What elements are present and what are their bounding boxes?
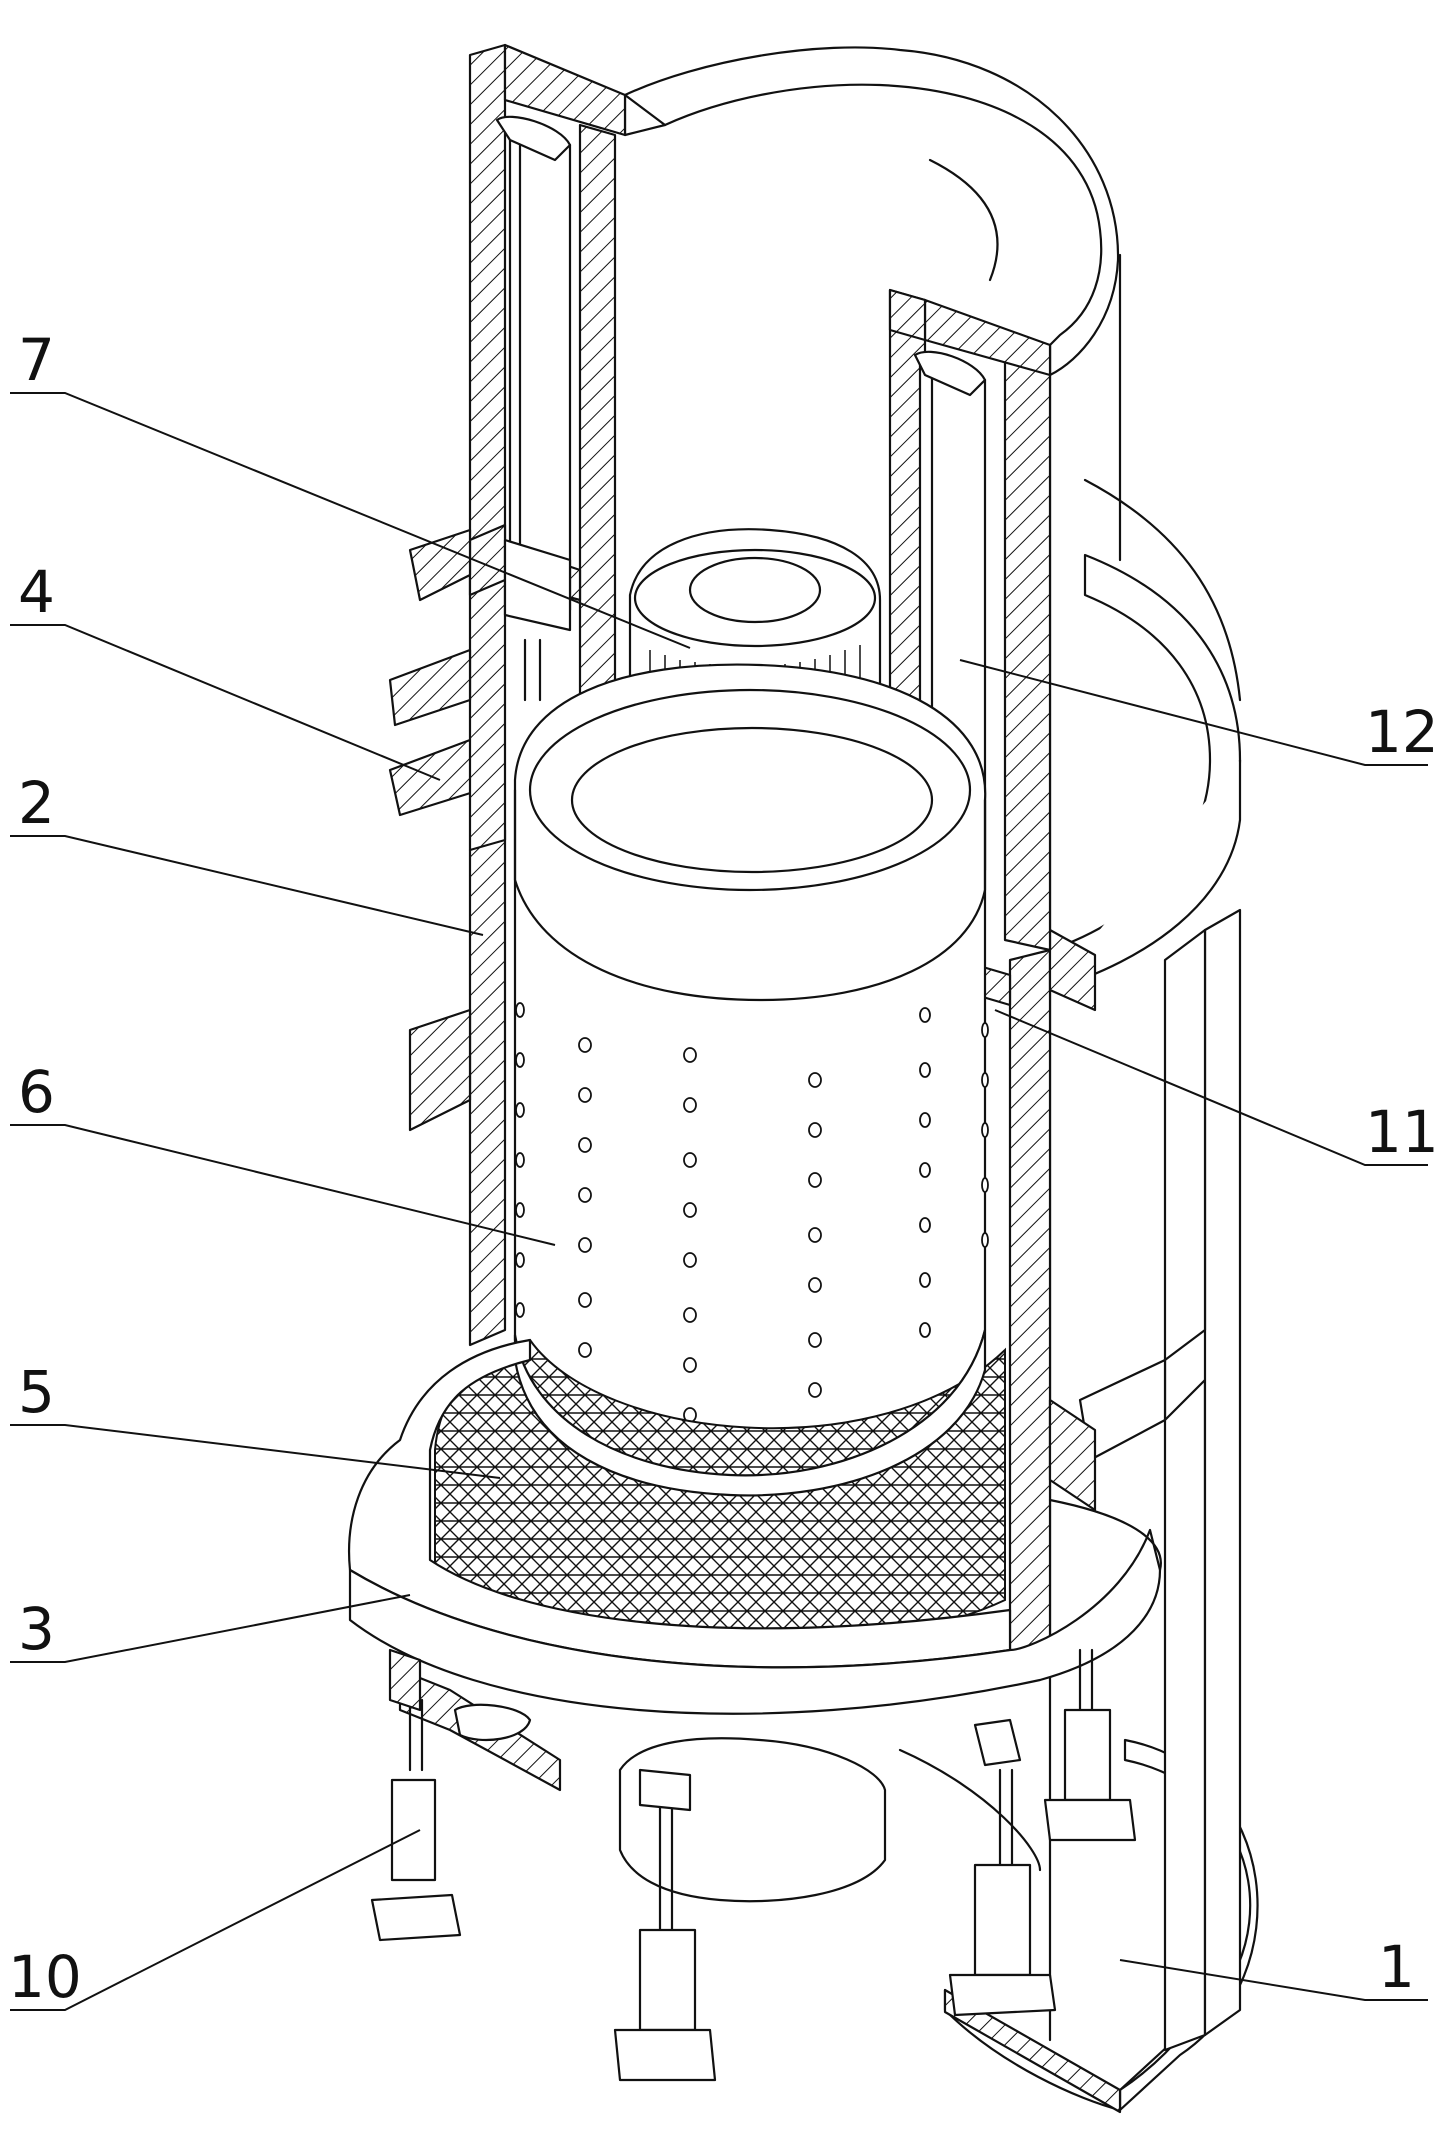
callout-2: 2 <box>18 769 55 837</box>
callout-5: 5 <box>18 1358 55 1426</box>
support-legs <box>370 1648 1137 2082</box>
upper-flange <box>1048 478 1242 992</box>
tank-wall-right <box>1008 928 1097 1667</box>
leader-lines <box>10 392 1428 2011</box>
tank-wall-left <box>388 738 507 1347</box>
upper-left-housing <box>388 43 627 852</box>
perforated-drum <box>513 663 989 1477</box>
callout-7: 7 <box>18 326 55 394</box>
drum-perforations <box>515 1002 989 1423</box>
callout-10: 10 <box>8 1943 82 2011</box>
lower-flange <box>348 1338 1162 1715</box>
callout-12: 12 <box>1365 698 1438 766</box>
callout-4: 4 <box>18 558 55 626</box>
callout-labels: 7 4 2 6 5 3 10 12 11 1 <box>8 326 1438 2011</box>
callout-6: 6 <box>18 1058 55 1126</box>
callout-1: 1 <box>1378 1933 1415 2001</box>
callout-11: 11 <box>1365 1098 1438 1166</box>
callout-3: 3 <box>18 1595 55 1663</box>
support-frame <box>1078 908 1242 2052</box>
